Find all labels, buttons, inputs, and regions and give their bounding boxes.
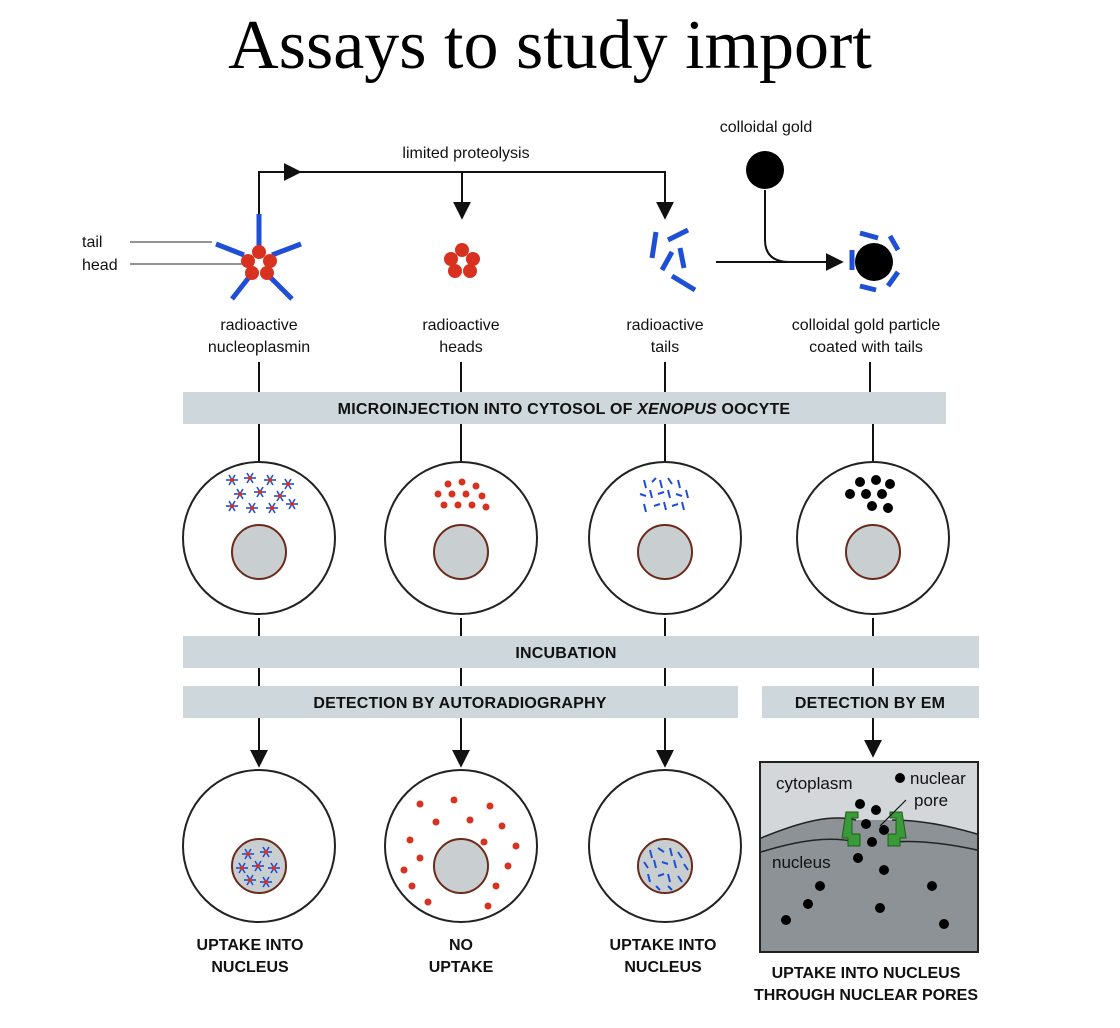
col1-label-line1: radioactive	[220, 317, 297, 334]
result-4-line2: THROUGH NUCLEAR PORES	[754, 987, 978, 1004]
col3-label-line1: radioactive	[626, 317, 703, 334]
page-title: Assays to study import	[228, 7, 872, 84]
col4-label-line1: colloidal gold particle	[792, 317, 941, 334]
limited-proteolysis-label: limited proteolysis	[402, 145, 529, 162]
result-4-line1: UPTAKE INTO NUCLEUS	[772, 965, 961, 982]
microinjection-label: MICROINJECTION INTO CYTOSOL OF XENOPUS O…	[338, 401, 791, 418]
col1-label-line2: nucleoplasmin	[208, 339, 310, 356]
autoradiography-label: DETECTION BY AUTORADIOGRAPHY	[313, 695, 606, 712]
injection-arrows	[250, 424, 882, 482]
em-nucleus-label: nucleus	[772, 853, 831, 872]
em-panel: cytoplasm nuclear pore nucleus	[759, 761, 979, 953]
heads-icon	[444, 243, 480, 278]
nucleoplasmin-icon	[215, 214, 302, 301]
oocyte-1-result	[182, 769, 336, 923]
em-cytoplasm-label: cytoplasm	[776, 774, 853, 793]
oocyte-1-injected	[182, 461, 336, 615]
head-label: head	[82, 257, 118, 274]
colloidal-gold-icon	[746, 151, 784, 189]
col3-label-line2: tails	[651, 339, 679, 356]
colloidal-gold-label: colloidal gold	[720, 119, 813, 136]
oocyte-3-injected	[588, 461, 742, 615]
em-label: DETECTION BY EM	[795, 695, 945, 712]
em-nuclear-label: nuclear	[910, 769, 966, 788]
connector-lines-mid	[258, 618, 874, 686]
result-3-line2: NUCLEUS	[624, 959, 702, 976]
incubation-label: INCUBATION	[515, 645, 616, 662]
incubation-bar	[183, 636, 979, 668]
result-3-line1: UPTAKE INTO	[610, 937, 717, 954]
em-bar	[762, 686, 979, 718]
detection-arrows	[250, 718, 882, 768]
col2-label-line1: radioactive	[422, 317, 499, 334]
col2-label-line2: heads	[439, 339, 483, 356]
oocyte-2-result	[384, 769, 538, 923]
result-1-line1: UPTAKE INTO	[197, 937, 304, 954]
result-2-line2: UPTAKE	[429, 959, 494, 976]
autoradiography-bar	[183, 686, 738, 718]
gold-with-tails-icon	[849, 230, 901, 293]
oocyte-3-result	[588, 769, 742, 923]
gold-join-line	[764, 190, 791, 263]
em-pore-label: pore	[914, 791, 948, 810]
microinjection-bar	[183, 392, 946, 424]
oocyte-2-injected	[384, 461, 538, 615]
connector-lines-top	[258, 362, 871, 392]
nuclear-pore-icon	[841, 811, 907, 847]
result-1-line2: NUCLEUS	[211, 959, 289, 976]
col4-label-line2: coated with tails	[809, 339, 923, 356]
tail-label: tail	[82, 234, 102, 251]
oocyte-4-injected	[796, 461, 950, 615]
result-2-line1: NO	[449, 937, 473, 954]
tails-icon	[649, 227, 697, 293]
